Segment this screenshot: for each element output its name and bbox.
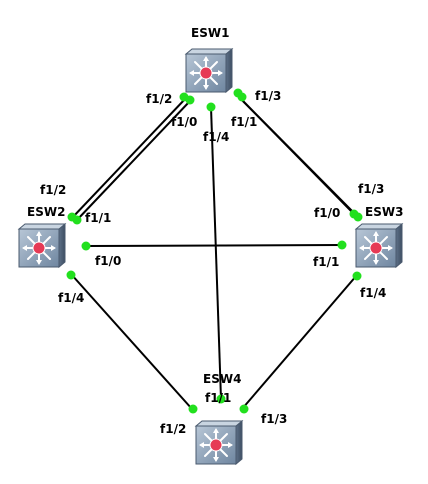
link-esw2-f1-4-esw4-f1-2[interactable]	[70, 273, 193, 410]
links	[70, 93, 359, 410]
port-dot-esw2-f1-0[interactable]	[81, 241, 91, 251]
esw1-label: ESW1	[191, 26, 229, 40]
port-label-esw1-f1-3: f1/3	[255, 89, 281, 103]
port-dot-esw4-f1-1[interactable]	[216, 394, 226, 404]
port-label-esw3-f1-0: f1/0	[314, 206, 340, 220]
port-label-esw2-f1-0: f1/0	[95, 254, 121, 268]
port-label-esw2-f1-1: f1/1	[85, 211, 111, 225]
port-label-esw2-f1-4: f1/4	[58, 291, 84, 305]
link-esw3-f1-4-esw4-f1-3[interactable]	[241, 274, 358, 410]
port-label-esw1-f1-1: f1/1	[231, 115, 257, 129]
link-esw1-f1-4-esw4-f1-1[interactable]	[210, 106, 222, 400]
port-dot-esw3-f1-4[interactable]	[352, 271, 362, 281]
port-dot-esw1-f1-0[interactable]	[185, 95, 195, 105]
esw3-switch-icon[interactable]	[355, 223, 403, 268]
port-dot-esw3-f1-1[interactable]	[337, 240, 347, 250]
esw2-label: ESW2	[27, 205, 65, 219]
port-label-esw1-f1-2: f1/2	[146, 92, 172, 106]
port-label-esw4-f1-1: f1/1	[205, 391, 231, 405]
port-label-esw2-f1-2: f1/2	[40, 183, 66, 197]
link-esw2-f1-0-esw3-f1-1[interactable]	[85, 244, 343, 247]
port-dots	[66, 88, 363, 414]
port-label-esw1-f1-4: f1/4	[203, 130, 229, 144]
esw2-switch-icon[interactable]	[18, 223, 66, 268]
port-dot-esw1-f1-1[interactable]	[237, 92, 247, 102]
port-label-esw1-f1-0: f1/0	[171, 115, 197, 129]
port-labels: f1/2 f1/0 f1/4 f1/1 f1/3 f1/2 f1/1 f1/0 …	[40, 89, 386, 436]
esw4-label: ESW4	[203, 372, 241, 386]
port-dot-esw3-f1-0[interactable]	[353, 212, 363, 222]
esw4-switch-icon[interactable]	[195, 420, 243, 465]
port-label-esw3-f1-3: f1/3	[358, 182, 384, 196]
port-dot-esw2-f1-1[interactable]	[72, 215, 82, 225]
port-dot-esw1-f1-4[interactable]	[206, 102, 216, 112]
link-esw1-f1-2-esw2-f1-2[interactable]	[70, 97, 187, 220]
port-label-esw4-f1-2: f1/2	[160, 422, 186, 436]
port-dot-esw4-f1-3[interactable]	[239, 404, 249, 414]
port-dot-esw2-f1-4[interactable]	[66, 270, 76, 280]
port-label-esw3-f1-1: f1/1	[313, 255, 339, 269]
link-esw1-f1-0-esw2-f1-1[interactable]	[75, 100, 191, 222]
port-dot-esw4-f1-2[interactable]	[188, 404, 198, 414]
link-esw1-f1-1-esw3-f1-0[interactable]	[239, 97, 359, 218]
esw1-switch-icon[interactable]	[185, 48, 233, 93]
port-label-esw3-f1-4: f1/4	[360, 286, 386, 300]
esw3-label: ESW3	[365, 205, 403, 219]
port-label-esw4-f1-3: f1/3	[261, 412, 287, 426]
